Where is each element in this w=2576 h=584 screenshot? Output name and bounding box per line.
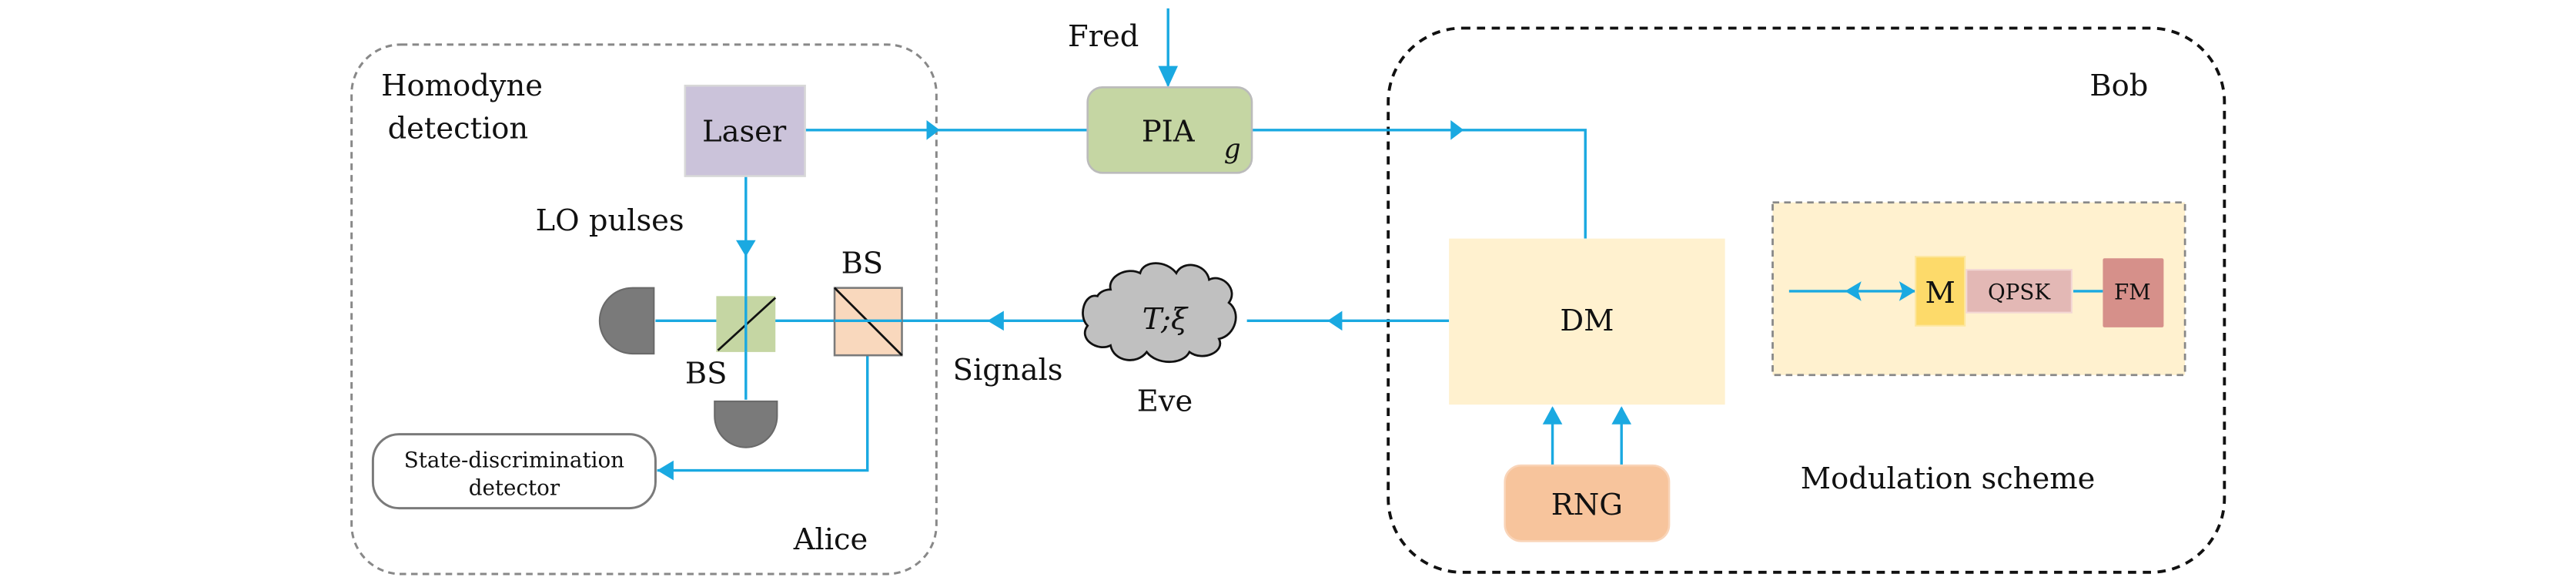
state-discrimination-detector: State-discrimination detector: [371, 433, 657, 510]
state-detector-label-line1: State-discrimination: [404, 447, 624, 472]
bob-label: Bob: [2089, 69, 2148, 103]
modulation-scheme-label: Modulation scheme: [1801, 461, 2096, 496]
bob-region: Bob: [1387, 26, 2226, 574]
homodyne-label-line2: detection: [388, 111, 529, 146]
mod-m-label: M: [1925, 276, 1955, 310]
pia-gain-label: g: [1224, 134, 1241, 165]
eve-cloud-icon: [1082, 262, 1237, 363]
signals-arrow-icon: [987, 310, 1004, 331]
laser-label: Laser: [702, 115, 787, 149]
dm-label: DM: [1560, 304, 1614, 338]
rng-arrow-1-icon: [1542, 406, 1563, 425]
modulation-left-arrow-icon: [1845, 281, 1862, 301]
laser-box: [684, 84, 806, 177]
arrowheads: [657, 65, 1631, 481]
fred-label: Fred: [1068, 19, 1139, 54]
pia-label: PIA: [1142, 115, 1196, 149]
laser-out-arrow-icon: [926, 120, 940, 140]
mod-m-box: [1915, 256, 1966, 327]
alice-boundary: [350, 43, 938, 576]
beam-paths: [655, 8, 1623, 472]
eve-params-label: T;ξ: [1142, 302, 1189, 337]
bs-to-detector-beam: [657, 321, 869, 472]
lo-arrow-icon: [736, 240, 756, 257]
bs-orange-label: BS: [841, 246, 884, 280]
eve-channel: T;ξ Eve: [1082, 262, 1237, 419]
signals-label: Signals: [953, 353, 1063, 388]
eve-label: Eve: [1137, 384, 1193, 419]
detector-in-arrow-icon: [657, 460, 674, 481]
mod-fm-box: [2103, 258, 2164, 327]
bs-green-label: BS: [685, 356, 728, 391]
beam-splitter-green: BS: [685, 296, 777, 391]
dm-out-arrow-icon: [1327, 310, 1343, 331]
bob-boundary: [1387, 26, 2226, 574]
beam-splitter-orange: BS: [833, 246, 903, 357]
modulation-scheme-panel: M QPSK FM: [1771, 201, 2186, 377]
alice-label: Alice: [793, 522, 868, 557]
rng-label: RNG: [1551, 488, 1623, 522]
dm-box: [1449, 238, 1725, 405]
mod-qpsk-box: [1965, 269, 2073, 314]
rng-block: RNG: [1504, 464, 1671, 542]
state-detector-box: [371, 433, 657, 510]
modulation-right-arrow-icon: [1899, 281, 1916, 301]
laser-block: Laser: [684, 84, 806, 177]
state-detector-label-line2: detector: [469, 475, 560, 501]
photodetector-bottom-icon: [714, 400, 778, 448]
dm-block: DM: [1449, 238, 1725, 405]
fred-arrow-icon: [1158, 65, 1179, 88]
pia-block: PIA g: [1086, 86, 1253, 174]
pia-box: [1086, 86, 1253, 174]
alice-region: Homodyne detection Alice: [350, 43, 938, 576]
mod-qpsk-label: QPSK: [1988, 280, 2051, 305]
lo-pulses-label: LO pulses: [536, 203, 684, 238]
rng-box: [1504, 464, 1671, 542]
rng-arrow-2-icon: [1611, 406, 1631, 425]
pia-to-dm-beam: [1252, 129, 1587, 239]
homodyne-label-line1: Homodyne: [381, 69, 543, 103]
photodetector-left-icon: [598, 287, 655, 355]
bob-in-arrow-icon: [1450, 120, 1464, 140]
mod-fm-label: FM: [2114, 280, 2151, 305]
